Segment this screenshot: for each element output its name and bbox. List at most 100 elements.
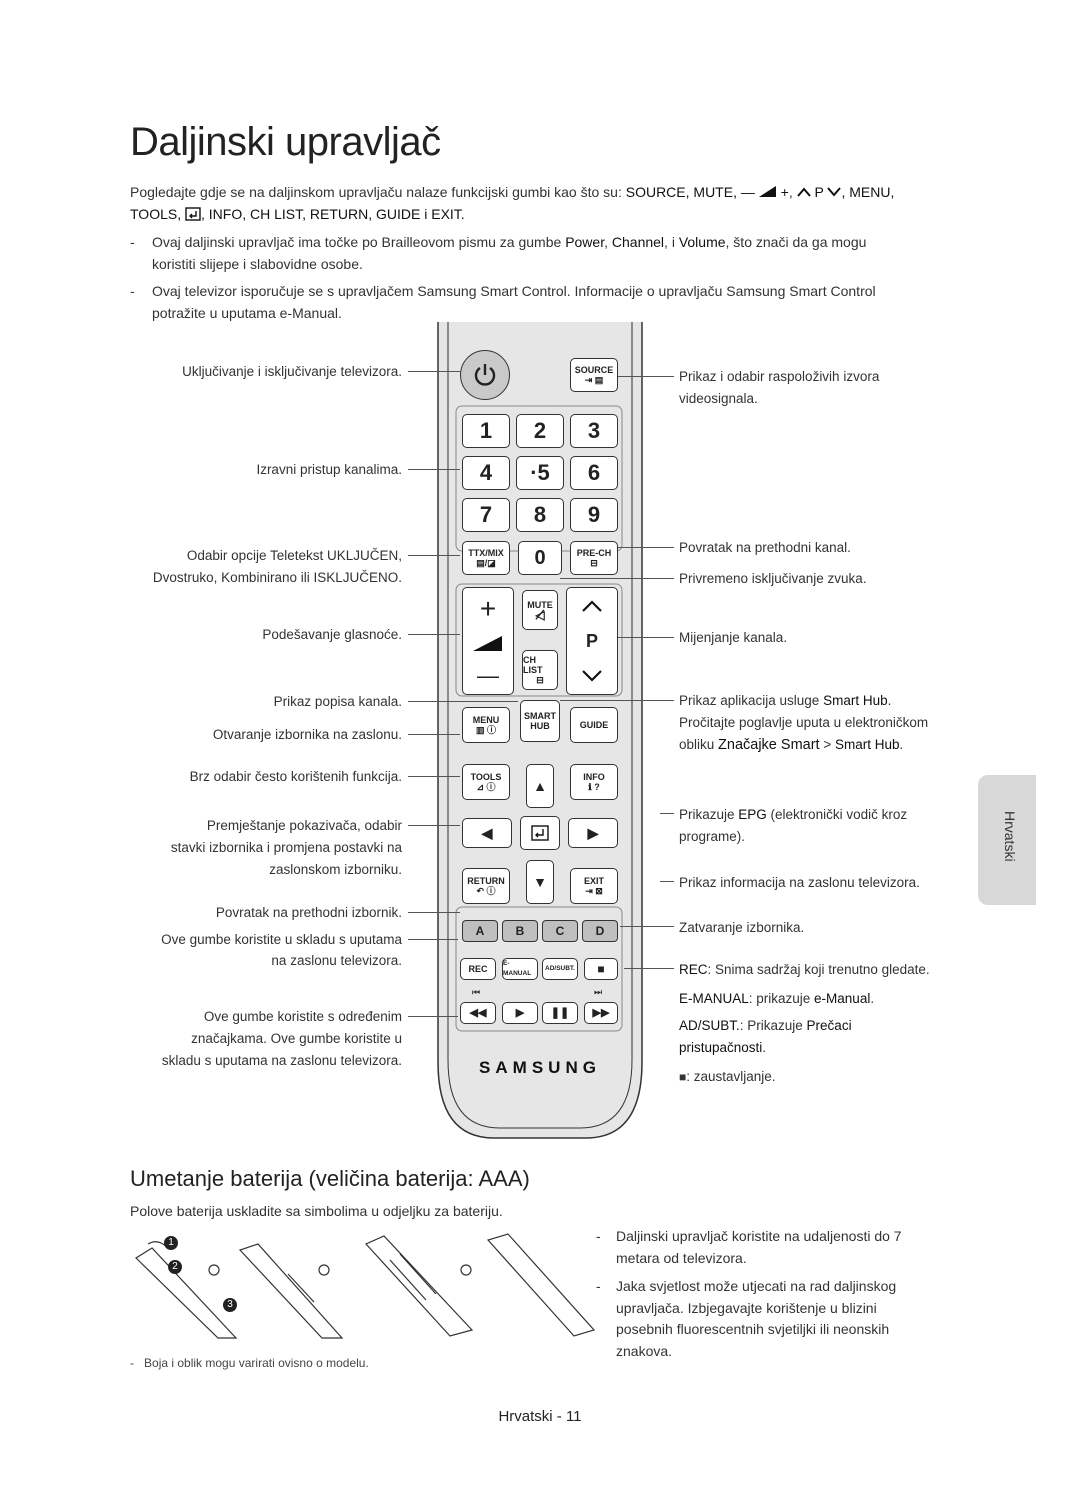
label-menu: Otvaranje izbornika na zaslonu.: [212, 727, 402, 742]
bullet-text: Ovaj daljinski upravljač ima točke po Br…: [152, 234, 566, 250]
bullet-smart-control: - Ovaj televizor isporučuje se s upravlj…: [130, 280, 952, 324]
info-icon: ℹ ?: [588, 782, 600, 792]
key-2[interactable]: 2: [516, 414, 564, 448]
power-icon: [474, 364, 496, 386]
key-0[interactable]: 0: [518, 541, 562, 575]
mute-button[interactable]: MUTE◁̸: [522, 590, 558, 630]
rewind-icon: ◀◀: [469, 1007, 487, 1019]
pause-button[interactable]: ❚❚: [542, 1002, 578, 1024]
enter-button[interactable]: [520, 816, 560, 850]
key-4[interactable]: 4: [462, 456, 510, 490]
language-side-tab: Hrvatski: [978, 775, 1036, 905]
label-smarthub-3: obliku Značajke Smart > Smart Hub.: [679, 734, 903, 756]
page-footer: Hrvatski - 11: [498, 1408, 582, 1425]
label-media-2: značajkama. Ove gumbe koristite u: [191, 1031, 402, 1046]
term: Prečaci: [806, 1018, 852, 1033]
label-emanual: E-MANUAL: prikazuje e-Manual.: [679, 988, 874, 1009]
label-guide-2: programe).: [679, 829, 746, 844]
channel-rocker[interactable]: P: [566, 587, 618, 695]
intro-keys: SOURCE, MUTE,: [625, 184, 741, 200]
play-button[interactable]: ▶: [502, 1002, 538, 1024]
side-tab-label: Hrvatski: [1002, 811, 1018, 862]
ttx-button[interactable]: TTX/MIX▤/◪: [462, 541, 510, 575]
volume-term: Volume: [678, 234, 726, 250]
leader-line: [618, 376, 674, 377]
text: .: [887, 693, 892, 708]
leader-line: [408, 555, 460, 556]
leader-line: [618, 547, 674, 548]
prech-button[interactable]: PRE-CH⊟: [570, 541, 618, 575]
color-button-a[interactable]: A: [462, 920, 498, 942]
intro-rest: , INFO, CH LIST, RETURN, GUIDE i EXIT.: [200, 206, 465, 222]
return-icon: ↶ ⓘ: [476, 886, 496, 896]
tip-text: znakova.: [616, 1342, 673, 1359]
return-label: RETURN: [467, 876, 505, 886]
note-text: Boja i oblik mogu varirati ovisno o mode…: [144, 1356, 369, 1370]
right-arrow-button[interactable]: ▶: [568, 818, 618, 848]
ttx-icon: ▤/◪: [476, 558, 496, 568]
term: Značajke Smart: [718, 737, 820, 753]
text: >: [819, 737, 835, 752]
exit-button[interactable]: EXIT⇥ ⊠: [570, 868, 618, 904]
chevron-down-icon: [827, 187, 842, 197]
dash: -: [130, 234, 135, 250]
text: : zaustavljanje.: [686, 1069, 776, 1084]
step-2-marker: 2: [168, 1260, 182, 1274]
power-button[interactable]: [460, 350, 510, 400]
down-arrow-button[interactable]: ▼: [526, 860, 554, 904]
return-button[interactable]: RETURN↶ ⓘ: [462, 868, 510, 904]
intro-paragraph: Pogledajte gdje se na daljinskom upravlj…: [130, 184, 895, 222]
label-volume: Podešavanje glasnoće.: [262, 627, 402, 642]
adsubt-button[interactable]: AD/SUBT.: [542, 958, 578, 980]
comma: ,: [604, 234, 612, 250]
info-label: INFO: [583, 772, 605, 782]
volume-rocker[interactable]: + —: [462, 587, 514, 695]
leader-line: [408, 634, 460, 635]
skip-back-icon: ⏮: [472, 987, 481, 997]
label-exit: Zatvaranje izbornika.: [679, 920, 805, 935]
tools-button[interactable]: TOOLS⊿ ⓘ: [462, 764, 510, 800]
term: e-Manual: [814, 991, 871, 1006]
key-6[interactable]: 6: [570, 456, 618, 490]
battery-illustration: 1 2 3: [128, 1230, 598, 1342]
guide-button[interactable]: GUIDE: [570, 707, 618, 743]
label-rec: REC: Snima sadržaj koji trenutno gledate…: [679, 959, 930, 980]
rec-button[interactable]: REC: [460, 958, 496, 980]
color-button-b[interactable]: B: [502, 920, 538, 942]
leader-line: [624, 968, 674, 969]
volume-down-label: —: [477, 663, 499, 689]
up-arrow-button[interactable]: ▲: [526, 764, 554, 808]
source-button[interactable]: SOURCE⇥ ▤: [570, 358, 618, 392]
prech-icon: ⊟: [590, 558, 598, 568]
key-1[interactable]: 1: [462, 414, 510, 448]
key-9[interactable]: 9: [570, 498, 618, 532]
down-arrow-icon: ▼: [533, 874, 547, 890]
label-smarthub-1: Prikaz aplikacija usluge Smart Hub.: [679, 690, 891, 711]
intro-text: Pogledajte gdje se na daljinskom upravlj…: [130, 184, 626, 200]
fast-forward-button[interactable]: ▶▶: [584, 1002, 618, 1024]
text: Prikaz aplikacija usluge: [679, 693, 824, 708]
intro-vol-minus: —: [740, 184, 755, 200]
key-7[interactable]: 7: [462, 498, 510, 532]
tip-text: posebnih fluorescentnih svjetiljki ili n…: [616, 1321, 890, 1337]
key-5[interactable]: ·5: [516, 456, 564, 490]
step-1-marker: 1: [164, 1236, 178, 1250]
menu-button[interactable]: MENU▥ ⓘ: [462, 707, 510, 743]
chlist-button[interactable]: CH LIST⊟: [522, 650, 558, 690]
leader-line: [408, 776, 460, 777]
key-3[interactable]: 3: [570, 414, 618, 448]
leader-line: [620, 926, 674, 927]
leader-line: [408, 371, 460, 372]
key-8[interactable]: 8: [516, 498, 564, 532]
color-button-c[interactable]: C: [542, 920, 578, 942]
battery-heading: Umetanje baterija (veličina baterija: AA…: [130, 1166, 530, 1191]
emanual-button[interactable]: E-MANUAL: [502, 958, 538, 980]
color-button-d[interactable]: D: [582, 920, 618, 942]
rewind-button[interactable]: ◀◀: [460, 1002, 496, 1024]
left-arrow-button[interactable]: ◀: [462, 818, 512, 848]
stop-button[interactable]: ■: [584, 958, 618, 980]
leader-line: [618, 637, 674, 638]
